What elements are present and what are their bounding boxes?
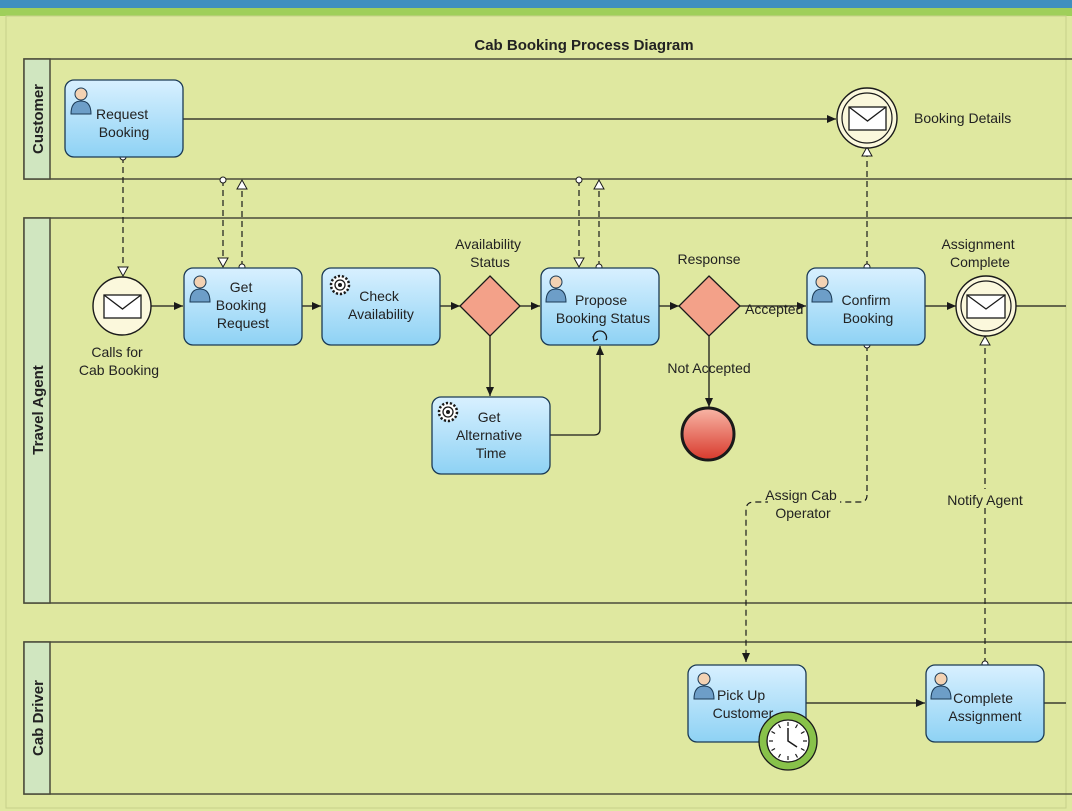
end-event[interactable] [680, 406, 736, 462]
task-get-alternative-time[interactable]: Get Alternative Time [431, 396, 551, 475]
task-label-line-1: Request [96, 106, 148, 122]
gateway-label-line-2: Status [470, 254, 510, 270]
lane-header-cab-driver [23, 641, 51, 795]
svg-text:Confirm Booking: Confirm Booking [842, 292, 895, 326]
svg-text:Request Booking: Request Booking [96, 106, 152, 140]
task-propose-booking-status[interactable]: Propose Booking Status [540, 267, 660, 346]
task-label-line-1: Propose [575, 292, 627, 308]
task-label-line-3: Time [476, 445, 507, 461]
flow-alternative-to-propose [550, 346, 604, 436]
svg-text:Check Availability: Check Availability [348, 288, 414, 322]
event-label-line-2: Cab Booking [79, 362, 159, 378]
lane-label-cab-driver: Cab Driver [30, 680, 47, 756]
svg-text:Assignment Complete: Assignment Complete [941, 236, 1018, 270]
envelope-icon [966, 294, 1006, 319]
gateway-diamond [678, 275, 741, 337]
task-check-availability[interactable]: Check Availability [321, 267, 441, 346]
user-icon [811, 275, 833, 303]
task-label-line-1: Get [478, 409, 501, 425]
user-icon [930, 672, 952, 700]
lane-cab-driver: Cab Driver [23, 641, 1072, 795]
task-confirm-booking[interactable]: Confirm Booking [806, 267, 926, 346]
svg-text:Availability Status: Availability Status [455, 236, 525, 270]
task-label-line-2: Availability [348, 306, 414, 322]
lane-travel-agent: Travel Agent [23, 217, 1072, 604]
event-assignment-complete[interactable]: Assignment Complete [941, 236, 1018, 337]
sequence-flows [151, 115, 1066, 707]
user-icon [189, 275, 211, 303]
task-label-line-2: Customer [713, 705, 774, 721]
gateway-response[interactable]: Response [677, 251, 741, 337]
event-label-line-2: Complete [950, 254, 1010, 270]
diagram-title: Cab Booking Process Diagram [474, 37, 693, 54]
task-label-line-1: Confirm [842, 292, 891, 308]
task-request-booking[interactable]: Request Booking [64, 79, 184, 158]
svg-text:Calls for Cab Booking: Calls for Cab Booking [79, 344, 159, 378]
task-label-line-2: Booking [843, 310, 894, 326]
task-label-line-1: Pick Up [717, 687, 765, 703]
lane-customer: Customer [23, 58, 1072, 180]
task-label-line-1: Complete [953, 690, 1013, 706]
timer-icon [758, 711, 818, 771]
gear-icon [437, 401, 459, 423]
gateway-diamond [459, 275, 521, 337]
svg-text:Get Booking Reques: Get Booking Request [216, 279, 270, 331]
task-label-line-2: Booking Status [556, 310, 650, 326]
user-icon [70, 87, 92, 115]
top-bar [0, 0, 1072, 8]
flow-label-notify-agent: Notify Agent [946, 489, 1024, 508]
gateway-availability-status[interactable]: Availability Status [455, 236, 525, 337]
envelope-icon [848, 106, 887, 131]
flow-label-line-1: Assign Cab [765, 487, 837, 503]
flow-label-line-2: Operator [775, 505, 831, 521]
gear-icon [329, 274, 351, 296]
lane-label-travel-agent: Travel Agent [30, 365, 47, 454]
task-label-line-2: Booking [99, 124, 150, 140]
gateway-label-line-1: Availability [455, 236, 521, 252]
task-label-line-1: Get [230, 279, 253, 295]
event-label-line-1: Assignment [941, 236, 1014, 252]
task-complete-assignment[interactable]: Complete Assignment [925, 664, 1045, 743]
end-event-icon [680, 406, 736, 462]
task-label-line-3: Request [217, 315, 269, 331]
lane-label-customer: Customer [30, 84, 47, 154]
task-label-line-2: Booking [216, 297, 267, 313]
task-pick-up-customer[interactable]: Pick Up Customer [687, 664, 818, 771]
gateway-label: Response [677, 251, 740, 267]
user-icon [545, 275, 567, 303]
svg-text:Assign Cab Operator: Assign Cab Operator [765, 487, 840, 521]
lane-header-customer [23, 58, 51, 180]
diagram-frame [5, 15, 1067, 809]
svg-text:Pick Up Customer: Pick Up Customer [713, 687, 774, 721]
event-calls-for-cab-booking[interactable]: Calls for Cab Booking [79, 276, 159, 378]
envelope-icon [103, 294, 142, 319]
lane-header-travel-agent [23, 217, 51, 604]
svg-text:Complete Assignment: Complete Assignment [948, 690, 1021, 724]
flow-label-text: Notify Agent [947, 492, 1023, 508]
svg-text:Get Alternative Ti: Get Alternative Time [456, 409, 526, 461]
event-label-line-1: Calls for [91, 344, 143, 360]
user-icon [693, 672, 715, 700]
flow-label-assign-cab-operator: Assign Cab Operator [765, 484, 840, 524]
svg-text:Propose Booking Status: Propose Booking Status [556, 292, 650, 326]
event-booking-details[interactable]: Booking Details [836, 87, 1011, 149]
task-label-line-1: Check [359, 288, 400, 304]
task-get-booking-request[interactable]: Get Booking Request [183, 267, 303, 346]
task-label-line-2: Alternative [456, 427, 522, 443]
top-bar-accent [0, 8, 1072, 16]
flow-label-not-accepted: Not Accepted [667, 360, 750, 376]
event-label: Booking Details [914, 110, 1011, 126]
flow-label-accepted: Accepted [745, 301, 803, 317]
task-label-line-2: Assignment [948, 708, 1021, 724]
loop-icon [592, 330, 608, 342]
